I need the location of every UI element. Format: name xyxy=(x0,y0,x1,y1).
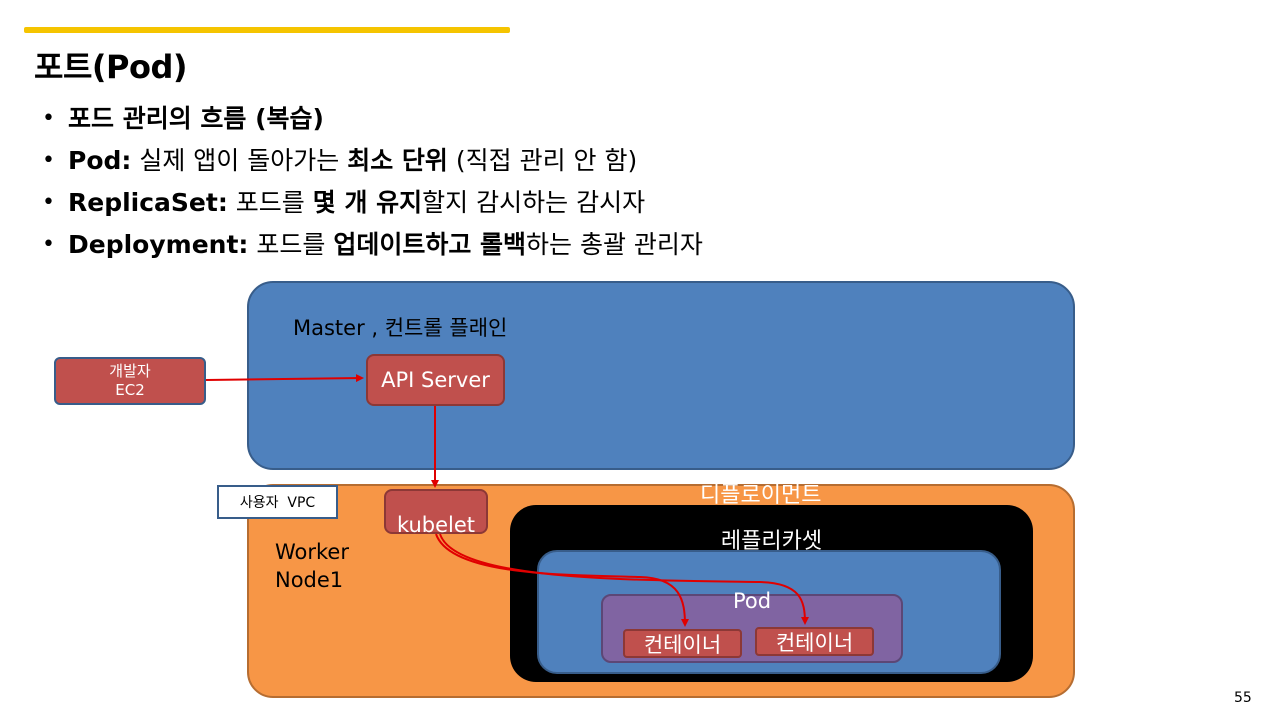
container-box-1: 컨테이너 xyxy=(623,629,742,658)
bullet-text: 실제 앱이 돌아가는 xyxy=(131,146,348,175)
deployment-label: 디플로이먼트 xyxy=(700,483,822,508)
bullet-text: 포드를 xyxy=(248,230,334,259)
container-box-2: 컨테이너 xyxy=(755,627,874,656)
bullet-text: 하는 총괄 관리자 xyxy=(526,230,703,259)
worker-label-line2: Node1 xyxy=(275,568,344,592)
worker-node-label: Worker Node1 xyxy=(275,538,349,594)
bullet-text: 포드를 xyxy=(227,188,313,217)
vpc-label: 사용자 VPC xyxy=(217,485,338,519)
pod-label: Pod xyxy=(732,589,772,613)
bullet-item: Pod: 실제 앱이 돌아가는 최소 단위 (직접 관리 안 함) xyxy=(42,140,703,182)
bullet-bold-text: 포드 관리의 흐름 (복습) xyxy=(68,104,324,133)
master-label: Master , 컨트롤 플래인 xyxy=(293,316,508,340)
worker-label-line1: Worker xyxy=(275,540,349,564)
slide-title: 포트(Pod) xyxy=(34,48,187,86)
title-accent-bar xyxy=(24,27,510,33)
container-label: 컨테이너 xyxy=(775,630,854,655)
bullet-text: 할지 감시하는 감시자 xyxy=(422,188,646,217)
bullet-term: ReplicaSet: xyxy=(68,188,228,217)
bullet-item: ReplicaSet: 포드를 몇 개 유지할지 감시하는 감시자 xyxy=(42,182,703,224)
bullet-emphasis: 몇 개 유지 xyxy=(312,188,423,217)
api-server-label: API Server xyxy=(381,368,490,392)
bullet-item: 포드 관리의 흐름 (복습) xyxy=(42,98,703,140)
page-number: 55 xyxy=(1234,690,1252,706)
bullet-list: 포드 관리의 흐름 (복습) Pod: 실제 앱이 돌아가는 최소 단위 (직접… xyxy=(42,98,703,266)
bullet-text: (직접 관리 안 함) xyxy=(447,146,638,175)
container-label: 컨테이너 xyxy=(643,632,722,657)
developer-ec2-label: EC2 xyxy=(115,381,145,399)
bullet-emphasis: 최소 단위 xyxy=(347,146,448,175)
bullet-emphasis: 업데이트하고 롤백 xyxy=(333,230,527,259)
bullet-term: Deployment: xyxy=(68,230,249,259)
api-server-box: API Server xyxy=(366,354,505,406)
developer-ec2-box: 개발자 EC2 xyxy=(54,357,206,405)
kubelet-label: kubelet xyxy=(396,513,476,537)
bullet-item: Deployment: 포드를 업데이트하고 롤백하는 총괄 관리자 xyxy=(42,224,703,266)
kubelet-box xyxy=(384,489,488,534)
bullet-term: Pod: xyxy=(68,146,132,175)
developer-label: 개발자 xyxy=(109,362,151,380)
